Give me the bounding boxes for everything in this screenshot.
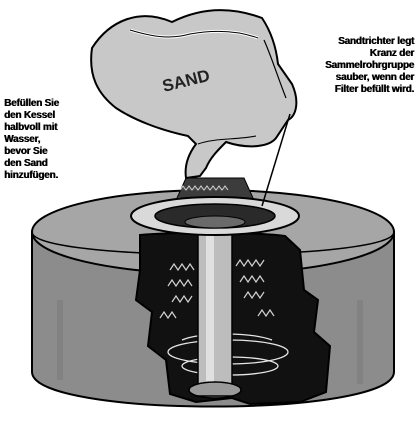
funnel-icon bbox=[131, 197, 299, 235]
right-annotation: Sandtrichter legt Kranz der Sammelrohrgr… bbox=[282, 36, 414, 96]
left-annotation: Befüllen Sie den Kessel halbvoll mit Was… bbox=[4, 98, 100, 182]
sand-bag-icon: SAND bbox=[91, 10, 296, 178]
